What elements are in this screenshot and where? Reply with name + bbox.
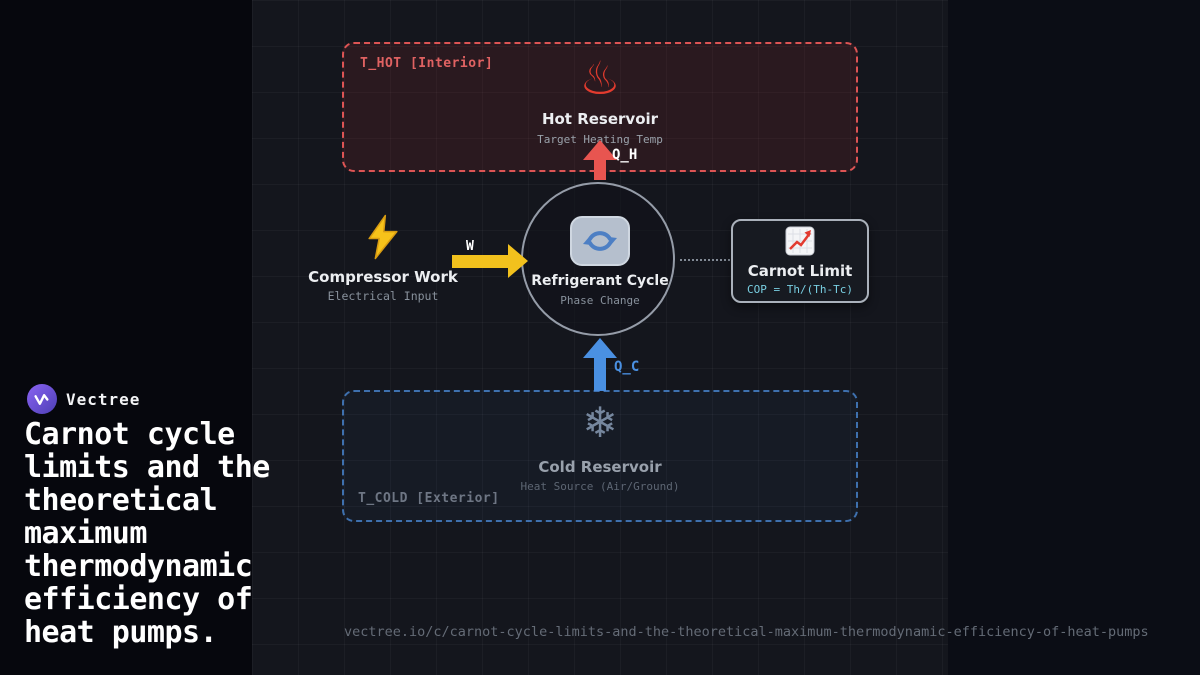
cycle-title: Refrigerant Cycle bbox=[531, 273, 669, 289]
qh-arrow-body bbox=[594, 159, 606, 180]
lightning-icon bbox=[364, 214, 402, 264]
cycle-subtitle: Phase Change bbox=[560, 294, 640, 307]
refresh-cycle-icon bbox=[570, 216, 630, 266]
cold-reservoir-subtitle: Heat Source (Air/Ground) bbox=[520, 480, 680, 493]
hot-zone-label: T_HOT [Interior] bbox=[360, 56, 494, 71]
cold-zone-label: T_COLD [Exterior] bbox=[358, 491, 500, 506]
carnot-connector-line bbox=[680, 259, 730, 261]
snowflake-icon: ❄ bbox=[582, 398, 618, 447]
compressor-subtitle: Electrical Input bbox=[327, 289, 439, 303]
carnot-formula: COP = Th/(Th-Tc) bbox=[747, 283, 853, 296]
chart-icon bbox=[785, 226, 815, 260]
qc-arrow-head bbox=[583, 338, 617, 358]
brand-name: Vectree bbox=[66, 390, 141, 409]
cold-reservoir-title: Cold Reservoir bbox=[538, 458, 662, 476]
hot-reservoir-subtitle: Target Heating Temp bbox=[537, 133, 663, 146]
work-arrow-head bbox=[508, 244, 528, 278]
right-background bbox=[948, 0, 1200, 675]
qc-arrow-body bbox=[594, 357, 606, 391]
work-label: W bbox=[466, 239, 474, 254]
diagram-canvas bbox=[252, 0, 948, 675]
qh-arrow-head bbox=[583, 140, 617, 160]
qc-label: Q_C bbox=[614, 359, 640, 375]
work-arrow-body bbox=[452, 255, 508, 268]
qh-label: Q_H bbox=[612, 147, 638, 163]
hot-reservoir-title: Hot Reservoir bbox=[541, 110, 659, 128]
cold-reservoir-zone bbox=[342, 390, 858, 522]
carnot-title: Carnot Limit bbox=[747, 262, 853, 280]
vectree-logo bbox=[27, 384, 57, 414]
hot-springs-icon: ♨ bbox=[579, 51, 621, 105]
page-url: vectree.io/c/carnot-cycle-limits-and-the… bbox=[344, 624, 1149, 640]
page-title: Carnot cycle limits and the theoretical … bbox=[24, 417, 270, 650]
compressor-title: Compressor Work bbox=[308, 268, 458, 286]
